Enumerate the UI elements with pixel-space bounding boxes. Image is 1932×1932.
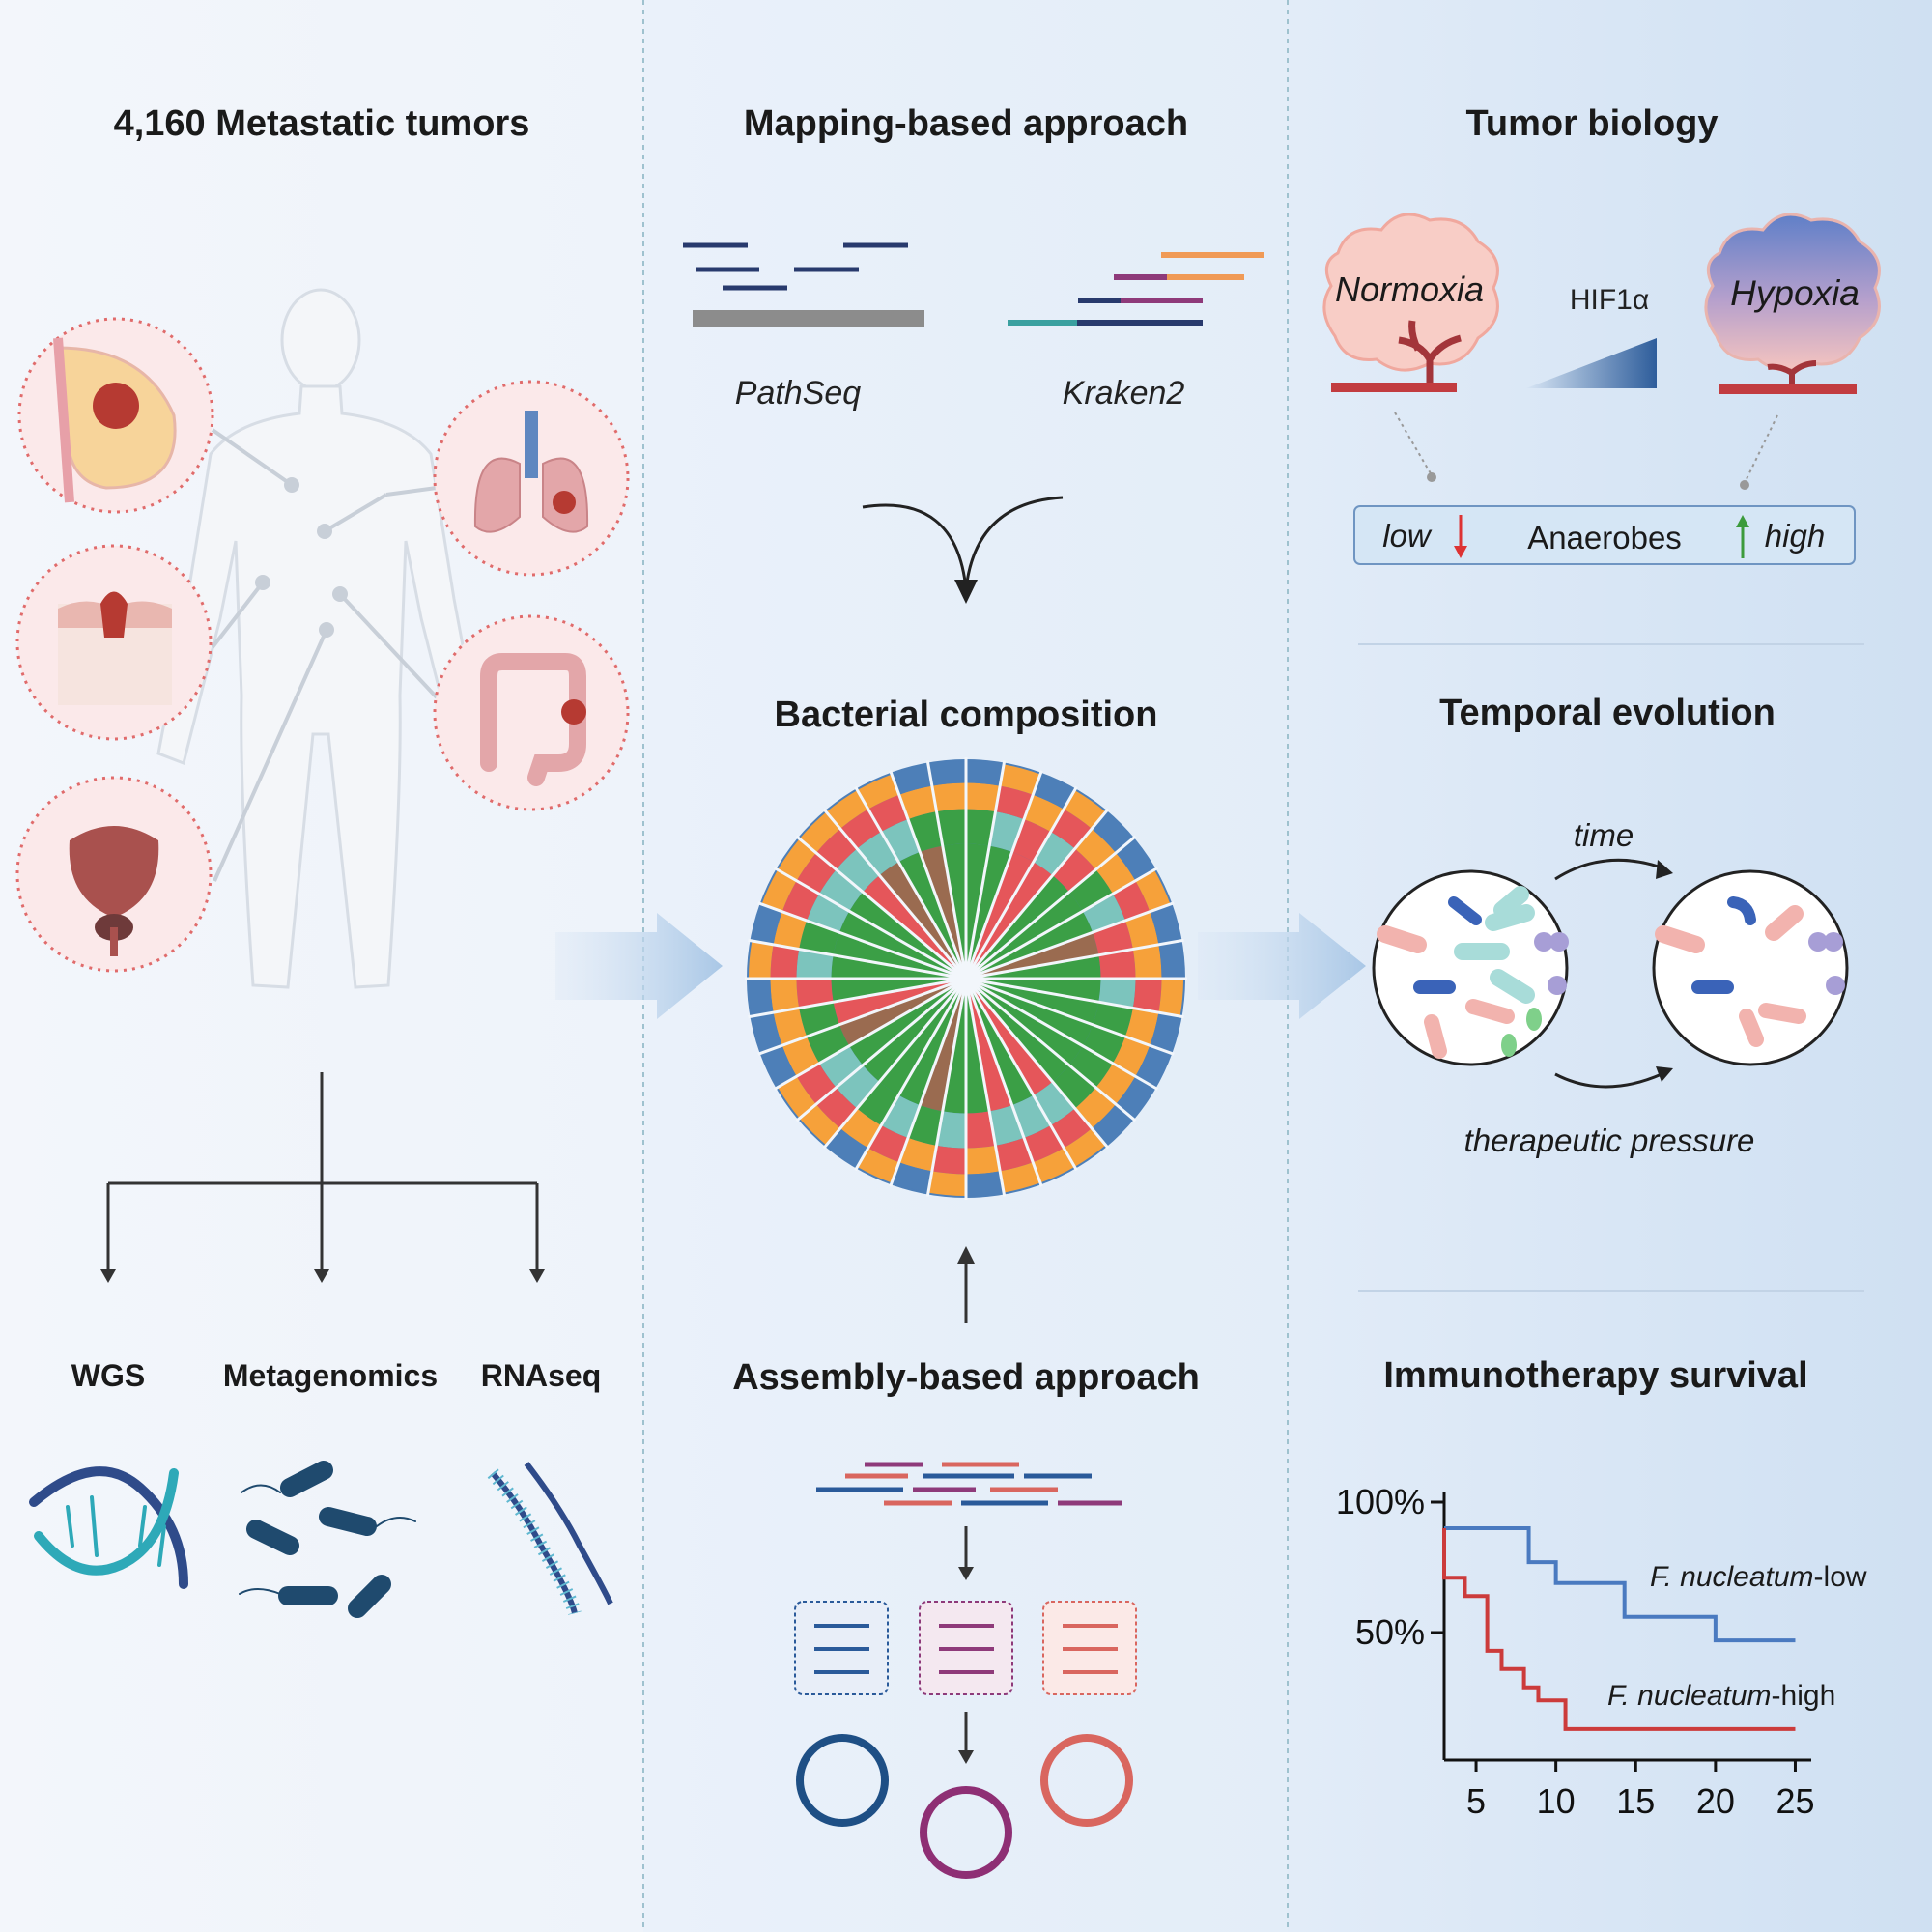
up-arrow-icon [1736, 515, 1749, 558]
mapping-title: Mapping-based approach [744, 103, 1188, 144]
bin-salmon [1042, 1601, 1137, 1695]
temporal-title: Temporal evolution [1439, 693, 1776, 733]
organ-connectors [211, 428, 439, 882]
bacterial-composition-radial-chart [745, 757, 1187, 1200]
middle-to-right-arrow [1198, 913, 1366, 1019]
pathseq-reads-graphic [683, 242, 908, 291]
x-tick-label: 10 [1537, 1781, 1576, 1821]
composition-title: Bacterial composition [775, 695, 1158, 735]
dna-helix-icon [29, 1466, 188, 1589]
down-arrow-icon [1454, 515, 1467, 558]
anaerobes-label: Anaerobes [1527, 520, 1682, 555]
genome-circle-salmon [1040, 1734, 1133, 1827]
microbiome-after [1652, 869, 1849, 1066]
normoxia-tumor [1322, 213, 1499, 392]
series-label-high: F. nucleatum-high [1607, 1680, 1835, 1712]
rna-strand-icon [487, 1462, 613, 1615]
assembly-reads-graphic [816, 1462, 1122, 1506]
tool-kraken2: Kraken2 [1063, 375, 1185, 412]
human-body-silhouette [156, 288, 485, 989]
x-tick-label: 25 [1776, 1781, 1814, 1821]
microbiome-before [1372, 869, 1569, 1066]
reference-genome-bar [693, 310, 924, 327]
genome-circle-purple [920, 1786, 1012, 1879]
method-rnaseq: RNAseq [481, 1358, 601, 1393]
colon-organ-circle [433, 614, 630, 811]
methods-tree [106, 1072, 539, 1271]
x-tick-label: 5 [1466, 1781, 1486, 1821]
y-tick-label: 50% [1355, 1612, 1425, 1652]
breast-organ-circle [17, 317, 214, 514]
survival-title: Immunotherapy survival [1383, 1355, 1807, 1396]
x-tick-label: 20 [1696, 1781, 1735, 1821]
y-tick-label: 100% [1336, 1482, 1425, 1521]
survival-curve-low [1444, 1526, 1796, 1643]
skin-organ-circle [15, 544, 213, 741]
anaerobes-scale-bar [1353, 505, 1856, 565]
anaerobes-low-label: low [1382, 518, 1433, 554]
tumor-biology-title: Tumor biology [1465, 103, 1718, 144]
genome-circle-blue [796, 1734, 889, 1827]
left-to-middle-arrow [555, 913, 723, 1019]
bacteria-icon [239, 1461, 416, 1618]
prostate-organ-circle [15, 776, 213, 973]
x-tick-label: 15 [1616, 1781, 1655, 1821]
survival-curve-high [1442, 1528, 1796, 1731]
assembly-title: Assembly-based approach [732, 1357, 1200, 1398]
normoxia-label: Normoxia [1335, 270, 1484, 309]
merge-arrow-icon [862, 496, 1064, 590]
hif-label: HIF1α [1570, 284, 1649, 316]
kraken2-reads-graphic [1008, 252, 1264, 326]
hypoxia-label: Hypoxia [1730, 273, 1860, 313]
time-label: time [1574, 817, 1634, 853]
bin-blue [794, 1601, 889, 1695]
anaerobes-high-label: high [1765, 518, 1825, 554]
bin-purple [919, 1601, 1013, 1695]
tool-pathseq: PathSeq [735, 375, 862, 412]
method-metagenomics: Metagenomics [223, 1358, 438, 1393]
hypoxia-tumor [1704, 213, 1881, 394]
hif-gradient-wedge [1526, 338, 1657, 388]
left-title: 4,160 Metastatic tumors [114, 103, 530, 144]
series-label-low: F. nucleatum-low [1650, 1561, 1867, 1593]
method-wgs: WGS [71, 1358, 145, 1393]
therapeutic-pressure-label: therapeutic pressure [1464, 1122, 1755, 1158]
survival-chart: 100% 50% 5 10 15 20 25 F. nucleatum-low F. nucle… [1336, 1482, 1867, 1821]
lung-organ-circle [433, 380, 630, 577]
